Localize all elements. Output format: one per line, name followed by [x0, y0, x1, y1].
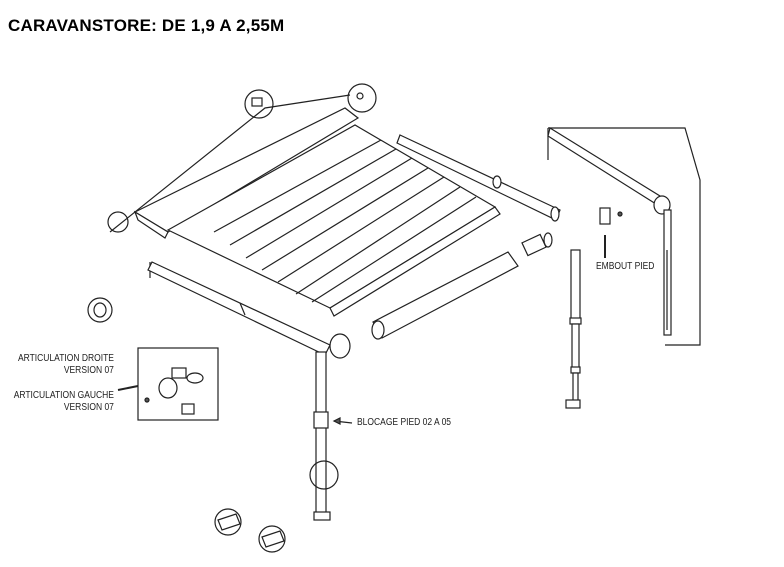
label-articulation-droite: ARTICULATION DROITE: [17, 353, 114, 364]
awning-fabric: [166, 124, 501, 317]
label-embout-pied: EMBOUT PIED: [596, 261, 655, 272]
middle-arm: [396, 134, 561, 222]
label-blocage-pied: BLOCAGE PIED 02 A 05: [357, 417, 452, 428]
left-arm: [147, 261, 351, 521]
label-articulation-gauche: ARTICULATION GAUCHE: [13, 390, 114, 401]
support-leg: [565, 249, 582, 409]
front-tube: [371, 251, 519, 340]
articulation-inset: [117, 347, 219, 421]
awning-cassette: [133, 107, 360, 239]
foot-end-part: [599, 207, 623, 258]
diagram-title: CARAVANSTORE: DE 1,9 A 2,55M: [8, 16, 285, 35]
label-articulation-droite-version: VERSION 07: [63, 365, 114, 376]
label-articulation-gauche-version: VERSION 07: [63, 402, 114, 413]
detail-circles: [87, 83, 377, 553]
wall-outline-right: [547, 127, 701, 346]
right-arm: [547, 127, 672, 336]
blocage-arrow: [332, 417, 353, 425]
end-cap: [521, 232, 553, 257]
